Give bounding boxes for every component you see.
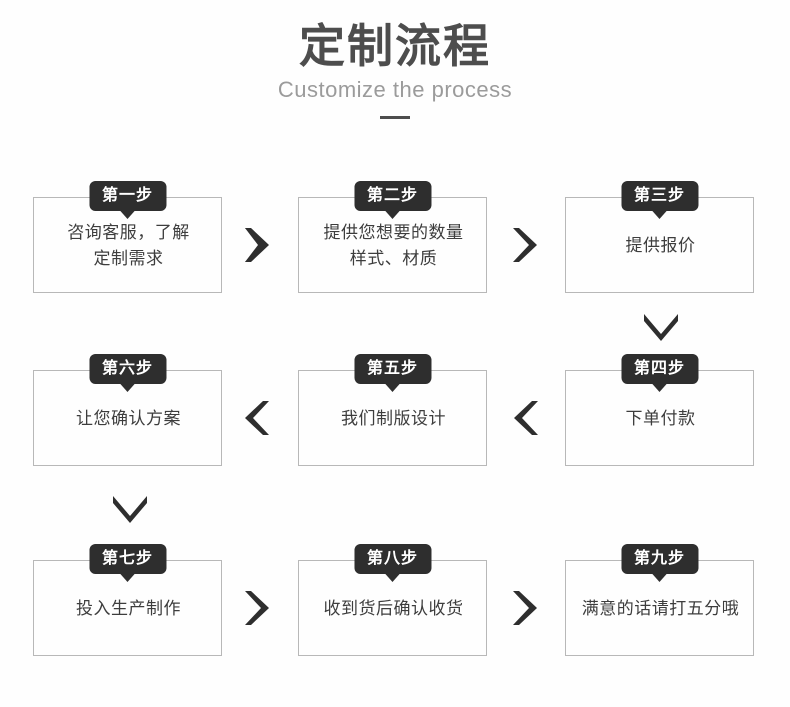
step-3-text: 提供报价 [566, 198, 755, 294]
title-divider [380, 116, 410, 120]
step-4-line1: 下单付款 [625, 408, 696, 428]
arrow-right-icon-2 [505, 225, 543, 265]
step-9-badge: 第九步 [620, 544, 699, 575]
header: 定制流程 Customize the process [0, 0, 790, 120]
step-7-badge: 第七步 [88, 544, 167, 575]
step-8-badge: 第八步 [353, 544, 432, 575]
step-box-7: 投入生产制作 第七步 [33, 544, 223, 657]
step-2-badge: 第二步 [353, 181, 432, 212]
step-box-5: 我们制版设计 第五步 [298, 354, 488, 467]
step-5-text: 我们制版设计 [299, 371, 488, 467]
step-2-line1: 提供您想要的数量 [323, 222, 464, 242]
step-2-line2: 样式、材质 [349, 249, 438, 268]
step-8-text: 收到货后确认收货 [299, 561, 488, 657]
step-4-badge: 第四步 [620, 354, 699, 385]
step-6-line1: 让您确认方案 [76, 408, 181, 428]
step-8-line1: 收到货后确认收货 [323, 598, 464, 618]
step-5-line1: 我们制版设计 [341, 408, 446, 428]
step-4-text: 下单付款 [566, 371, 755, 467]
arrow-right-icon-1 [237, 225, 275, 265]
step-box-6: 让您确认方案 第六步 [33, 354, 223, 467]
step-9-text: 满意的话请打五分哦 [566, 561, 755, 657]
arrow-right-icon-4 [505, 588, 543, 628]
arrow-down-icon-2 [110, 490, 150, 532]
step-box-1: 咨询客服，了解 定制需求 第一步 [33, 181, 223, 294]
step-box-8: 收到货后确认收货 第八步 [298, 544, 488, 657]
step-1-line2: 定制需求 [93, 249, 164, 268]
step-1-text: 咨询客服，了解 定制需求 [34, 198, 223, 294]
step-9-line1: 满意的话请打五分哦 [581, 598, 740, 618]
step-box-2: 提供您想要的数量 样式、材质 第二步 [298, 181, 488, 294]
step-1-line1: 咨询客服，了解 [67, 222, 190, 242]
step-3-line1: 提供报价 [625, 235, 696, 255]
arrow-left-icon-1 [508, 398, 546, 438]
step-box-3: 提供报价 第三步 [565, 181, 755, 294]
step-6-badge: 第六步 [88, 354, 167, 385]
arrow-down-icon-1 [641, 308, 681, 350]
page-subtitle: Customize the process [277, 77, 513, 103]
arrow-right-icon-3 [237, 588, 275, 628]
step-5-badge: 第五步 [353, 354, 432, 385]
step-6-text: 让您确认方案 [34, 371, 223, 467]
step-box-4: 下单付款 第四步 [565, 354, 755, 467]
step-1-badge: 第一步 [88, 181, 167, 212]
step-3-badge: 第三步 [620, 181, 699, 212]
page-title: 定制流程 [299, 20, 491, 72]
arrow-left-icon-2 [239, 398, 277, 438]
step-7-text: 投入生产制作 [34, 561, 223, 657]
step-box-9: 满意的话请打五分哦 第九步 [565, 544, 755, 657]
step-7-line1: 投入生产制作 [76, 598, 181, 618]
step-2-text: 提供您想要的数量 样式、材质 [299, 198, 488, 294]
